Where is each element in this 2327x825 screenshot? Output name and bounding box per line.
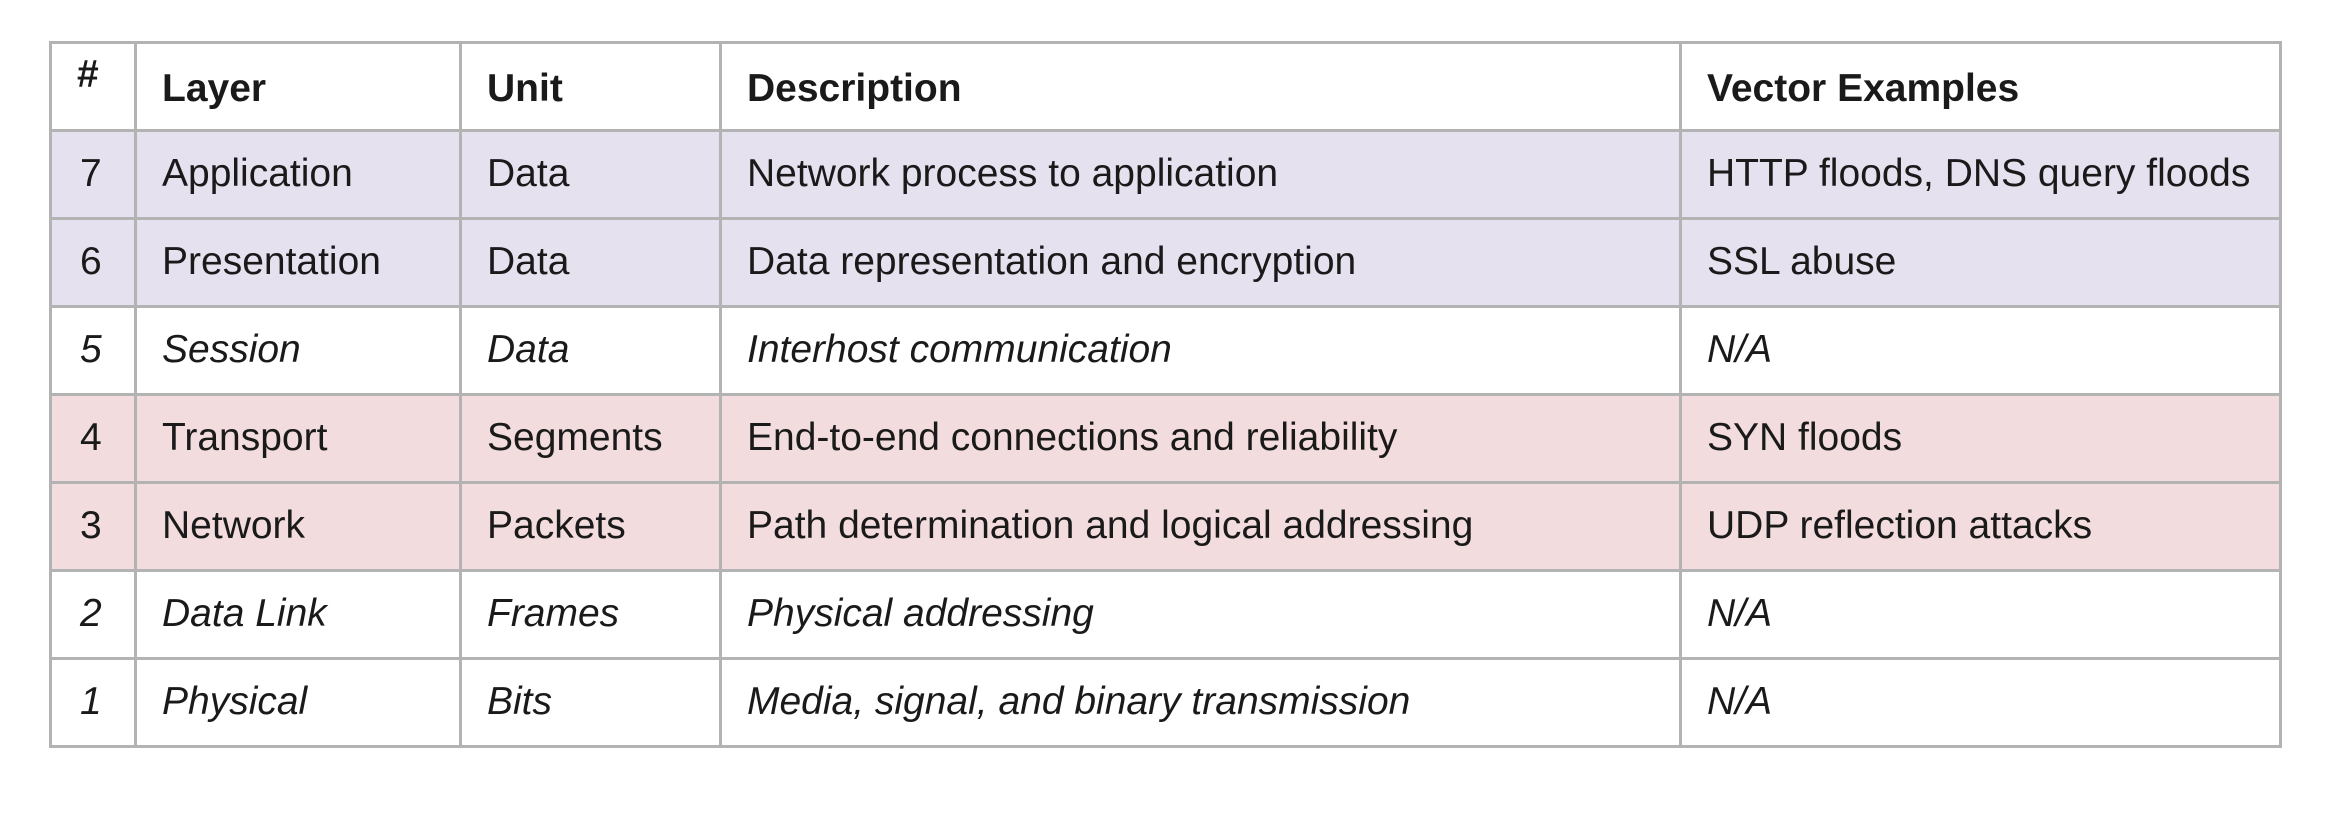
cell-layer: Session <box>134 305 462 396</box>
cell-number: 7 <box>49 129 137 220</box>
cell-description: Network process to application <box>719 129 1682 220</box>
cell-unit: Frames <box>459 569 722 660</box>
table-row: 3 Network Packets Path determination and… <box>49 481 2282 572</box>
cell-number: 1 <box>49 657 137 748</box>
cell-description: Path determination and logical addressin… <box>719 481 1682 572</box>
table-header-row: # Layer Unit Description Vector Examples <box>49 41 2282 132</box>
cell-vectors: N/A <box>1679 305 2282 396</box>
cell-unit: Data <box>459 129 722 220</box>
cell-layer: Presentation <box>134 217 462 308</box>
cell-description: Data representation and encryption <box>719 217 1682 308</box>
cell-description: Physical addressing <box>719 569 1682 660</box>
cell-vectors: N/A <box>1679 569 2282 660</box>
table-row: 7 Application Data Network process to ap… <box>49 129 2282 220</box>
header-layer: Layer <box>134 41 462 132</box>
table-row: 1 Physical Bits Media, signal, and binar… <box>49 657 2282 748</box>
header-unit: Unit <box>459 41 722 132</box>
cell-unit: Packets <box>459 481 722 572</box>
cell-number: 4 <box>49 393 137 484</box>
header-number: # <box>49 41 137 132</box>
cell-unit: Data <box>459 217 722 308</box>
cell-number: 3 <box>49 481 137 572</box>
cell-number: 5 <box>49 305 137 396</box>
cell-unit: Bits <box>459 657 722 748</box>
cell-description: End-to-end connections and reliability <box>719 393 1682 484</box>
cell-layer: Network <box>134 481 462 572</box>
cell-number: 6 <box>49 217 137 308</box>
cell-layer: Application <box>134 129 462 220</box>
osi-layer-table: # Layer Unit Description Vector Examples… <box>49 41 2282 748</box>
cell-vectors: UDP reflection attacks <box>1679 481 2282 572</box>
cell-layer: Transport <box>134 393 462 484</box>
cell-description: Media, signal, and binary transmission <box>719 657 1682 748</box>
cell-vectors: SYN floods <box>1679 393 2282 484</box>
cell-vectors: SSL abuse <box>1679 217 2282 308</box>
cell-number: 2 <box>49 569 137 660</box>
cell-layer: Physical <box>134 657 462 748</box>
cell-vectors: N/A <box>1679 657 2282 748</box>
table-row: 2 Data Link Frames Physical addressing N… <box>49 569 2282 660</box>
header-description: Description <box>719 41 1682 132</box>
cell-vectors: HTTP floods, DNS query floods <box>1679 129 2282 220</box>
table-row: 4 Transport Segments End-to-end connecti… <box>49 393 2282 484</box>
header-vector-examples: Vector Examples <box>1679 41 2282 132</box>
table-row: 6 Presentation Data Data representation … <box>49 217 2282 308</box>
cell-layer: Data Link <box>134 569 462 660</box>
cell-unit: Segments <box>459 393 722 484</box>
cell-description: Interhost communication <box>719 305 1682 396</box>
cell-unit: Data <box>459 305 722 396</box>
table-row: 5 Session Data Interhost communication N… <box>49 305 2282 396</box>
